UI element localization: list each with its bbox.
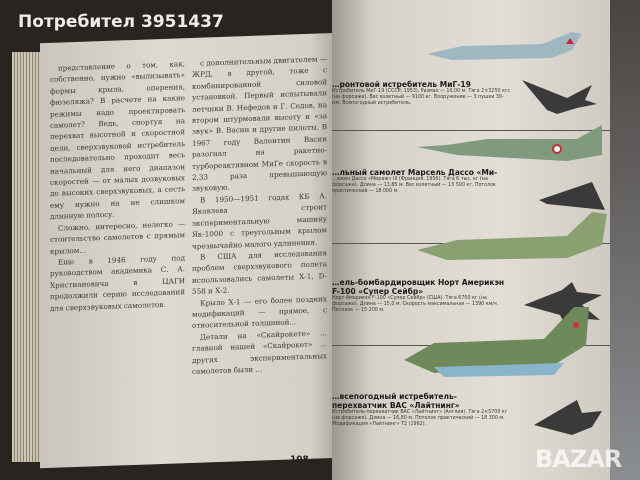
caption-mig19: …ронтовой истребитель МиГ-19 Истребитель…	[332, 80, 512, 107]
left-page: представление о том, как, собственно, ну…	[40, 32, 340, 469]
caption-lightning: …всепогодный истребитель-перехватчик ВАС…	[332, 392, 512, 428]
paragraph: Сложно, интересно, нелегко — стоительств…	[50, 218, 185, 256]
caption-mirage: …льный самолет Марсель Дассо «Ми- …ажен …	[332, 168, 512, 195]
page-edges	[12, 52, 42, 462]
caption-details: Истребитель МиГ-19 (СССР, 1953). Размах …	[332, 89, 510, 106]
lightning-silhouette	[534, 400, 602, 435]
paragraph: В США для исследования проблем сверхзвук…	[192, 248, 327, 297]
right-page: …ронтовой истребитель МиГ-19 Истребитель…	[332, 0, 610, 480]
mirage-silhouette	[539, 182, 605, 210]
mig19-illustration	[427, 32, 582, 60]
caption-super-sabre: …ель-бомбардировщик Норт Америкэн F-100 …	[332, 278, 512, 314]
paragraph: Детали на «Скайрокете» ... главной нашей…	[192, 327, 327, 376]
mig19-silhouette	[522, 80, 597, 114]
divider	[332, 130, 610, 131]
paragraph: с дополнительным двигателем — ЖРД, а дру…	[192, 54, 327, 194]
page-number: 108	[290, 455, 309, 465]
paragraph: представление о том, как, собственно, ну…	[50, 59, 185, 222]
caption-title: …ель-бомбардировщик Норт Америкэн F-100 …	[332, 278, 505, 296]
paragraph: В 1950—1951 годах КБ А. Яковлева строит …	[192, 191, 327, 251]
text-column-2: с дополнительным двигателем — ЖРД, а дру…	[192, 53, 327, 377]
caption-details: Норт Америкэн F-100 «Супер Сейбр» (США).…	[332, 296, 499, 313]
bazar-logo-watermark: BAZAR	[535, 445, 622, 473]
caption-title: …ронтовой истребитель МиГ-19	[332, 80, 471, 89]
super-sabre-illustration	[417, 212, 607, 260]
caption-title: …всепогодный истребитель-перехватчик ВАС…	[332, 392, 460, 410]
watermark-text: Потребител 3951437	[18, 12, 224, 32]
paragraph: Еще в 1946 году под руководством академи…	[50, 253, 185, 313]
caption-details: …ажен Дассо «Мираж» III (Франция, 1956).…	[332, 177, 497, 194]
paragraph: Крыло Х-1 — его более поздних модификаци…	[192, 293, 327, 331]
caption-title: …льный самолет Марсель Дассо «Ми-	[332, 168, 498, 177]
text-column-1: представление о том, как, собственно, ну…	[50, 58, 185, 314]
caption-details: Истребитель-перехватчик ВАС «Лайтнинг» (…	[332, 410, 508, 427]
lightning-illustration	[404, 307, 589, 377]
mirage-illustration	[417, 125, 602, 161]
